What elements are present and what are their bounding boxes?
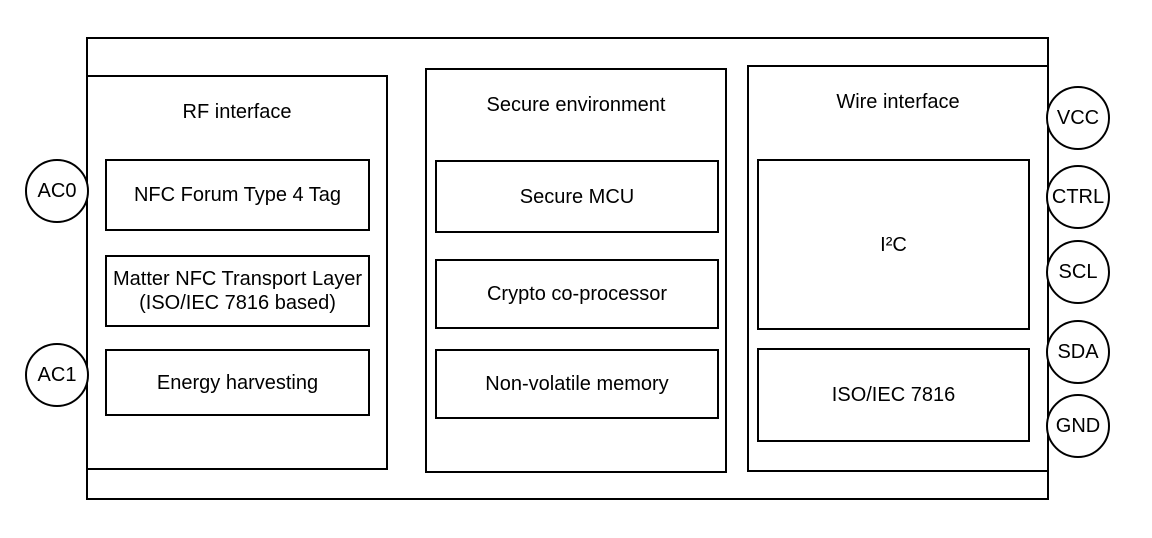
pin-label: GND: [1055, 414, 1101, 437]
pin-ac1: AC1: [25, 343, 89, 407]
pin-label: AC1: [37, 363, 77, 386]
pin-scl: SCL: [1046, 240, 1110, 304]
block-label: NFC Forum Type 4 Tag: [133, 184, 342, 206]
pin-ac0: AC0: [25, 159, 89, 223]
pin-label: VCC: [1056, 106, 1100, 129]
pin-sda: SDA: [1046, 320, 1110, 384]
pin-vcc: VCC: [1046, 86, 1110, 150]
block-secure-mcu: Secure MCU: [435, 160, 719, 233]
block-label: Non-volatile memory: [485, 373, 669, 395]
block-label: Matter NFC Transport Layer (ISO/IEC 7816…: [113, 268, 362, 314]
wire-interface-title: Wire interface: [836, 91, 960, 113]
pin-label: CTRL: [1051, 185, 1105, 208]
rf-interface-title: RF interface: [182, 101, 292, 123]
pin-ctrl: CTRL: [1046, 165, 1110, 229]
pin-label: AC0: [37, 179, 77, 202]
block-non-volatile-memory: Non-volatile memory: [435, 349, 719, 419]
block-label: ISO/IEC 7816: [831, 384, 956, 406]
block-crypto-co-processor: Crypto co-processor: [435, 259, 719, 329]
block-energy-harvesting: Energy harvesting: [105, 349, 370, 416]
secure-environment-title: Secure environment: [486, 94, 666, 116]
pin-label: SDA: [1057, 340, 1099, 363]
block-matter-nfc-transport-layer: Matter NFC Transport Layer (ISO/IEC 7816…: [105, 255, 370, 327]
block-nfc-forum-type-4-tag: NFC Forum Type 4 Tag: [105, 159, 370, 231]
block-i2c: I²C: [757, 159, 1030, 330]
block-label: Secure MCU: [519, 185, 635, 208]
block-iso-iec-7816: ISO/IEC 7816: [757, 348, 1030, 442]
pin-label: SCL: [1058, 260, 1098, 283]
block-label: Crypto co-processor: [486, 283, 668, 305]
pin-gnd: GND: [1046, 394, 1110, 458]
block-label: Energy harvesting: [156, 371, 319, 394]
block-label: I²C: [880, 233, 907, 256]
